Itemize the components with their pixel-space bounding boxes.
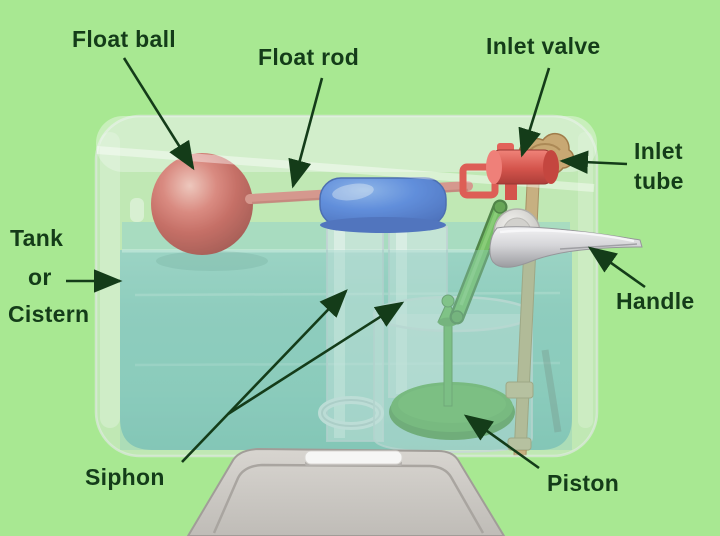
tank-wall-nub xyxy=(130,198,144,222)
inlet-valve-arrow xyxy=(518,67,551,158)
inlet-tube-arrow xyxy=(559,150,628,174)
inlet-tube-label-line2: tube xyxy=(634,168,684,194)
siphon-arrow-1 xyxy=(181,289,348,463)
inlet-valve-label: Inlet valve xyxy=(486,33,601,59)
float-ball-arrow xyxy=(122,57,195,171)
pipe-coupling xyxy=(505,381,534,399)
handle xyxy=(489,208,643,268)
hinge-bar xyxy=(304,450,403,465)
piston-arrow xyxy=(463,414,540,470)
siphon-arrow-2 xyxy=(227,301,405,416)
overflow-pipe xyxy=(541,349,562,433)
float-ball xyxy=(151,153,253,255)
annotation-arrows xyxy=(66,57,646,470)
pipe-coupling xyxy=(507,437,532,451)
inlet-tube-label-line1: Inlet xyxy=(634,138,683,164)
float-rod-arrow xyxy=(288,77,324,189)
submerged-parts xyxy=(318,183,562,456)
handle-arrow xyxy=(587,246,646,289)
float-rod-label: Float rod xyxy=(258,44,360,70)
tank-label-line2: or xyxy=(28,264,52,290)
siphon-cap xyxy=(319,177,447,233)
piston-label: Piston xyxy=(547,470,620,496)
lever-arm xyxy=(449,199,508,325)
inlet-tube-label: Inlet tube xyxy=(634,138,684,198)
tank-label-line1: Tank xyxy=(10,225,64,251)
water-tint xyxy=(120,250,572,450)
float-ball-label: Float ball xyxy=(72,26,176,52)
siphon-label: Siphon xyxy=(85,464,165,490)
tank-label-line3: Cistern xyxy=(8,301,90,327)
inlet-valve xyxy=(459,143,559,200)
handle-label: Handle xyxy=(616,288,695,314)
toilet-lid xyxy=(186,447,506,536)
